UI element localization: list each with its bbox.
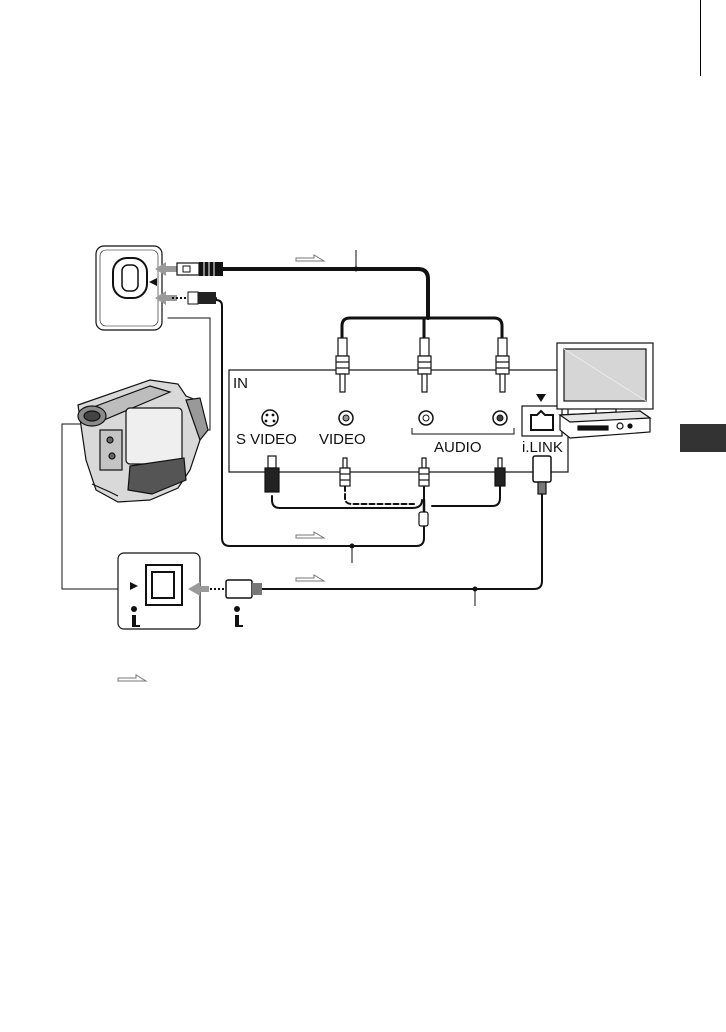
camera-av-jack-detail — [96, 246, 162, 330]
hollow-arrow-icon — [118, 675, 146, 681]
ilink-label: i.LINK — [522, 439, 563, 456]
camera-ilink-port-detail — [118, 553, 200, 629]
ilink-i-icon — [234, 606, 243, 627]
camcorder — [78, 380, 208, 502]
panel-in-label: IN — [233, 375, 248, 392]
input-panel: IN S VIDEO VIDEO AUDIO — [229, 370, 568, 472]
ilink-device-plug — [533, 456, 551, 494]
camera-second-plug — [172, 292, 216, 304]
camera-ilink-plug — [210, 580, 262, 627]
audio-right-jack — [493, 411, 507, 425]
cable-junction — [419, 512, 428, 526]
video-jack — [339, 411, 353, 425]
audio-right-wire — [432, 486, 500, 506]
camera-av-plug — [177, 262, 223, 276]
av-cable-top — [222, 269, 428, 318]
hollow-arrow-icon — [296, 532, 324, 538]
hollow-arrow-icon — [296, 575, 324, 581]
av-cable-top-branch — [342, 318, 502, 338]
svideo-jack — [262, 410, 278, 426]
hollow-arrow-icon — [296, 255, 324, 261]
audio-label: AUDIO — [434, 439, 482, 456]
video-wire-dashed — [345, 486, 414, 504]
tv-and-vcr — [557, 343, 653, 438]
video-label: VIDEO — [319, 431, 366, 448]
audio-left-jack — [419, 411, 433, 425]
svideo-label: S VIDEO — [236, 431, 297, 448]
